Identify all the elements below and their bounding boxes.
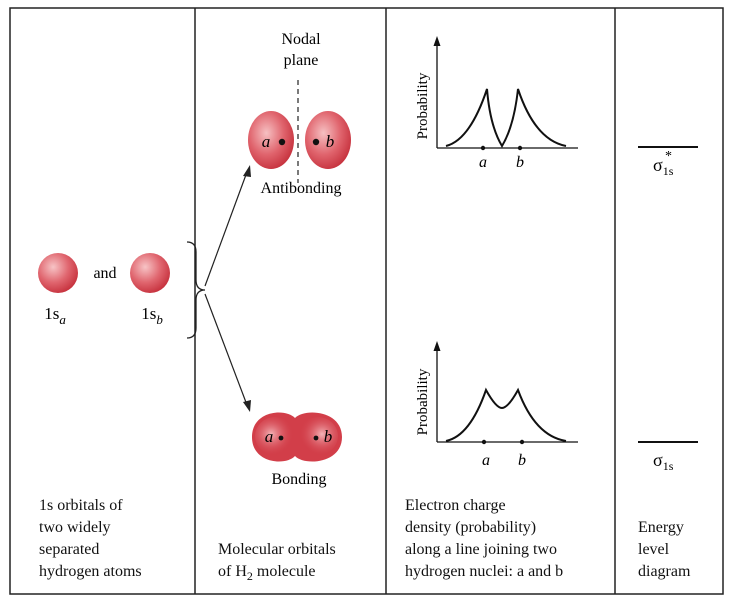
- antibonding-lobe-a: [248, 111, 294, 169]
- bonding-highlight-b: [298, 417, 338, 455]
- caption-column1-line: separated: [39, 541, 100, 558]
- sigma-label: σ1s: [653, 450, 674, 473]
- sigma-star-asterisk: *: [665, 149, 672, 164]
- nodal-plane-label-line1: Nodal: [281, 31, 321, 48]
- caption-column1-line: 1s orbitals of: [39, 497, 123, 514]
- antibonding-label: Antibonding: [261, 180, 342, 197]
- top-plot-y-arrow: [433, 36, 441, 46]
- and-label: and: [93, 265, 116, 282]
- sigma-star-label: σ1s: [653, 155, 674, 178]
- bottom-plot-label-a: a: [482, 452, 490, 469]
- caption-column3-line: hydrogen nuclei: a and b: [405, 563, 564, 580]
- top-plot-label-b: b: [516, 154, 524, 171]
- top-plot-curve: [445, 88, 567, 148]
- nodal-plane-label-line2: plane: [284, 52, 319, 69]
- brace: [186, 241, 206, 339]
- caption-column4-line: diagram: [638, 563, 691, 580]
- top-plot-tick-a: [480, 145, 486, 151]
- caption-column1-line: two widely: [39, 519, 111, 536]
- caption-column2: Molecular orbitals of H2 molecule: [218, 539, 336, 587]
- caption-column3-line: density (probability): [405, 519, 537, 536]
- caption-column4-line: level: [638, 541, 670, 558]
- arrowhead-antibonding: [243, 165, 251, 177]
- label-1s-b: 1sb: [141, 304, 163, 327]
- bottom-plot-tick-a: [481, 439, 487, 445]
- arrow-to-antibonding: [204, 171, 248, 287]
- caption-column2-line1: Molecular orbitals: [218, 541, 336, 558]
- bottom-plot-curve: [445, 387, 567, 442]
- bonding-label: Bonding: [271, 471, 326, 488]
- caption-h2-suffix: molecule: [252, 563, 316, 580]
- bonding-nucleus-a-label: a: [265, 427, 274, 446]
- bottom-plot-label-b: b: [518, 452, 526, 469]
- antibonding-lobe-b: [305, 111, 351, 169]
- caption-column1-line: hydrogen atoms: [39, 563, 142, 580]
- caption-column3: Electron charge density (probability) al…: [405, 495, 563, 583]
- antibonding-nucleus-a: [278, 138, 286, 146]
- caption-column2-line2: of H2 molecule: [218, 561, 336, 587]
- label-1s-a: 1sa: [44, 304, 66, 327]
- caption-column4-line: Energy: [638, 519, 684, 536]
- caption-h2-prefix: of H: [218, 563, 247, 580]
- caption-column3-line: along a line joining two: [405, 541, 557, 558]
- arrowhead-bonding: [243, 400, 251, 412]
- arrow-to-bonding: [204, 293, 248, 406]
- caption-column1: 1s orbitals of two widely separated hydr…: [39, 495, 142, 583]
- bonding-nucleus-b-label: b: [324, 427, 333, 446]
- bonding-highlight-a: [255, 417, 295, 455]
- bonding-nucleus-a: [278, 435, 284, 441]
- antibonding-nucleus-b: [312, 138, 320, 146]
- top-plot-tick-b: [517, 145, 523, 151]
- bottom-plot-y-arrow: [433, 341, 441, 351]
- frame-border: [9, 7, 724, 595]
- caption-column4: Energy level diagram: [638, 517, 690, 583]
- antibonding-nucleus-a-label: a: [262, 132, 271, 151]
- top-plot-label-a: a: [479, 154, 487, 171]
- caption-h2-subscript: 2: [246, 569, 253, 584]
- orbital-1s-b: [130, 253, 170, 293]
- bottom-plot-tick-b: [519, 439, 525, 445]
- bottom-plot-ylabel: Probability: [415, 368, 431, 435]
- caption-column3-line: Electron charge: [405, 497, 506, 514]
- top-plot-ylabel: Probability: [415, 72, 431, 139]
- orbital-1s-a: [38, 253, 78, 293]
- bonding-nucleus-b: [313, 435, 319, 441]
- antibonding-nucleus-b-label: b: [326, 132, 335, 151]
